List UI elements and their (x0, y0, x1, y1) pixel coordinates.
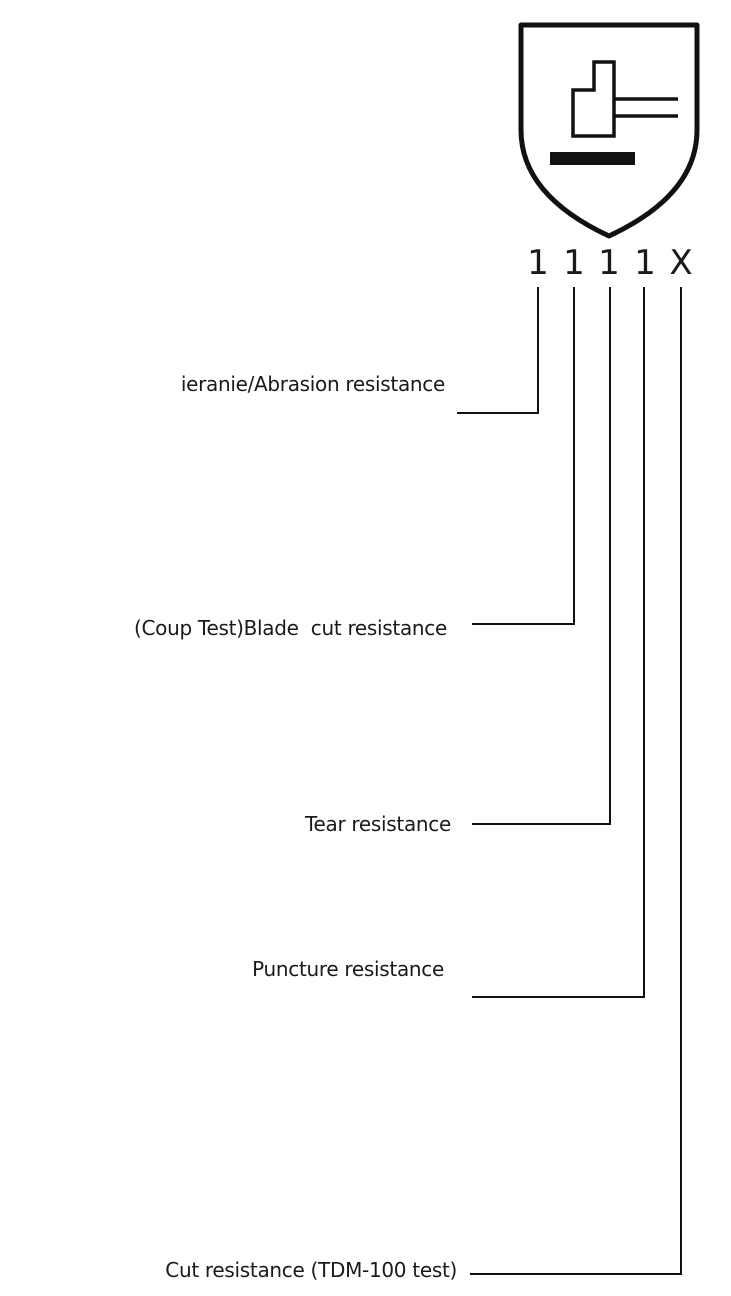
leader-abrasion (457, 287, 539, 414)
label-puncture: Puncture resistance (252, 957, 444, 981)
code-digit-puncture: 1 (634, 243, 656, 283)
label-tear: Tear resistance (304, 812, 451, 836)
mechanical-risk-shield-icon (518, 22, 700, 239)
property-labels: ieranie/Abrasion resistance (Coup Test)B… (134, 372, 457, 1282)
code-digit-abrasion: 1 (527, 243, 549, 283)
code-digit-tear: 1 (598, 243, 620, 283)
leader-puncture (472, 287, 645, 998)
code-letter-cut-tdm: X (669, 243, 692, 283)
performance-code: 1 1 1 1 X (527, 243, 692, 283)
leader-cut-tdm (470, 287, 682, 1275)
code-digit-blade-cut: 1 (563, 243, 585, 283)
leader-tear (472, 287, 611, 825)
leader-blade-cut (472, 287, 575, 625)
label-abrasion: ieranie/Abrasion resistance (181, 372, 445, 396)
leader-lines (457, 287, 682, 1275)
label-blade-cut: (Coup Test)Blade cut resistance (134, 616, 447, 640)
label-cut-tdm: Cut resistance (TDM-100 test) (165, 1258, 457, 1282)
